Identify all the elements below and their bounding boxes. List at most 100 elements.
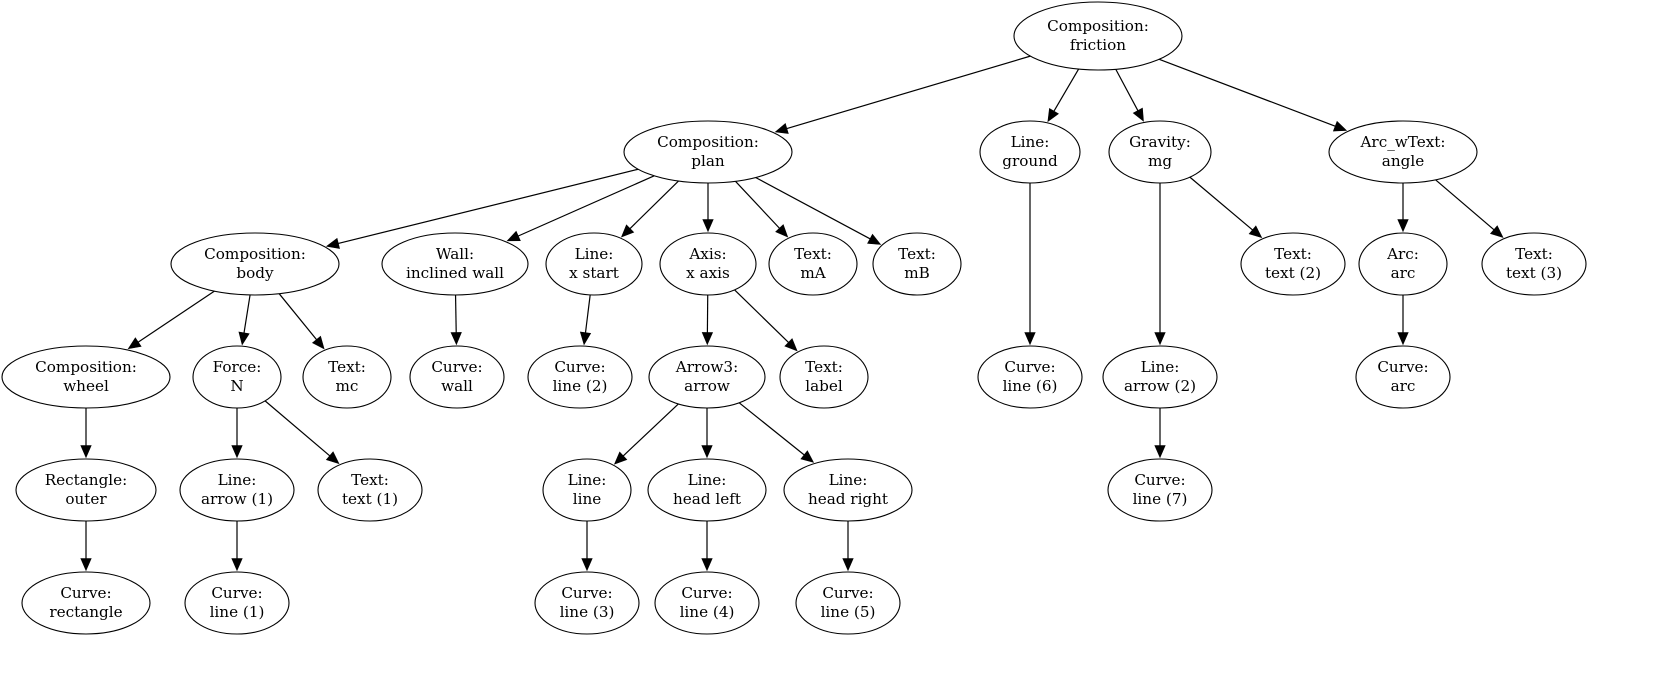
node-ellipse [184, 571, 290, 635]
node-name-label: arrow (2) [1124, 377, 1196, 395]
graph-node-arc[interactable]: Arc:arc [1358, 232, 1448, 296]
graph-edge-line [1159, 58, 1336, 127]
graph-edge-line [629, 180, 679, 229]
graph-edge-line [278, 293, 318, 340]
graph-node-angle[interactable]: Arc_wText:angle [1328, 120, 1478, 184]
node-type-label: Text: [328, 358, 366, 376]
node-ellipse [192, 345, 282, 409]
graph-node-mc[interactable]: Text:mc [302, 345, 392, 409]
node-type-label: Text: [1274, 245, 1312, 263]
graph-node-line4[interactable]: Curve:line (4) [654, 571, 760, 635]
graph-node-line5[interactable]: Curve:line (5) [795, 571, 901, 635]
graph-node-head_right[interactable]: Line:head right [783, 458, 913, 522]
node-ellipse [979, 120, 1081, 184]
graph-edge-line [137, 290, 215, 343]
graph-node-gravity_mg[interactable]: Gravity:mg [1108, 120, 1212, 184]
arrowhead-icon [1154, 332, 1166, 346]
graph-node-arc_curve[interactable]: Curve:arc [1355, 345, 1451, 409]
graph-edge-line [734, 289, 789, 343]
node-ellipse [1358, 232, 1448, 296]
arrowhead-icon [1397, 219, 1409, 233]
graph-edge-line [454, 294, 457, 333]
node-name-label: text (3) [1506, 264, 1562, 282]
node-name-label: line (2) [553, 377, 608, 395]
graph-node-line6[interactable]: Curve:line (6) [977, 345, 1083, 409]
graph-node-x_start[interactable]: Line:x start [545, 232, 643, 296]
node-ellipse [302, 345, 392, 409]
graph-node-rect_outer[interactable]: Rectangle:outer [15, 458, 157, 522]
graph-node-arrow3[interactable]: Arrow3:arrow [648, 345, 766, 409]
node-name-label: line (4) [680, 603, 735, 621]
node-name-label: head left [673, 490, 741, 508]
graph-node-plan[interactable]: Composition:plan [623, 120, 793, 184]
graph-node-line3[interactable]: Curve:line (3) [534, 571, 640, 635]
graph-node-ground[interactable]: Line:ground [979, 120, 1081, 184]
nodes-layer: Composition:frictionComposition:planLine… [1, 1, 1587, 635]
node-name-label: inclined wall [406, 264, 504, 282]
node-name-label: N [230, 377, 243, 395]
graph-node-mB[interactable]: Text:mB [872, 232, 962, 296]
graph-node-head_left[interactable]: Line:head left [647, 458, 767, 522]
graph-edge-line [518, 175, 655, 237]
node-name-label: friction [1070, 36, 1126, 54]
node-type-label: Text: [351, 471, 389, 489]
arrowhead-icon [620, 224, 635, 238]
graph-node-mA[interactable]: Text:mA [768, 232, 858, 296]
node-type-label: Curve: [1377, 358, 1428, 376]
arrowhead-icon [775, 224, 789, 238]
graph-node-text1[interactable]: Text:text (1) [317, 458, 423, 522]
node-type-label: Curve: [554, 358, 605, 376]
graph-node-line1[interactable]: Curve:line (1) [184, 571, 290, 635]
graph-node-body[interactable]: Composition:body [170, 232, 340, 296]
graph-node-line7[interactable]: Curve:line (7) [1107, 458, 1213, 522]
node-ellipse [1013, 1, 1183, 71]
graph-node-line_line[interactable]: Line:line [542, 458, 632, 522]
node-ellipse [779, 345, 869, 409]
node-name-label: arc [1391, 377, 1416, 395]
node-ellipse [648, 345, 766, 409]
arrowhead-icon [784, 338, 798, 352]
arrowhead-icon [506, 230, 521, 242]
graph-node-line2[interactable]: Curve:line (2) [527, 345, 633, 409]
node-ellipse [21, 571, 151, 635]
node-ellipse [1481, 232, 1587, 296]
node-name-label: angle [1382, 152, 1424, 170]
node-name-label: mc [336, 377, 359, 395]
arrowhead-icon [1024, 332, 1036, 346]
arrowhead-icon [311, 335, 325, 350]
arrowhead-icon [701, 558, 713, 572]
node-name-label: body [236, 264, 274, 282]
node-type-label: Curve: [1004, 358, 1055, 376]
graph-node-friction[interactable]: Composition:friction [1013, 1, 1183, 71]
arrowhead-icon [1047, 108, 1059, 123]
graph-node-label[interactable]: Text:label [779, 345, 869, 409]
graph-node-arrow2[interactable]: Line:arrow (2) [1102, 345, 1218, 409]
graph-edge-line [622, 403, 679, 457]
graph-node-wall_curve[interactable]: Curve:wall [409, 345, 505, 409]
node-type-label: Curve: [1134, 471, 1185, 489]
graph-node-text2[interactable]: Text:text (2) [1240, 232, 1346, 296]
node-name-label: x start [569, 264, 619, 282]
graph-node-x_axis[interactable]: Axis:x axis [659, 232, 757, 296]
graph-node-curve_rect[interactable]: Curve:rectangle [21, 571, 151, 635]
arrowhead-icon [1489, 225, 1504, 239]
graph-node-force_N[interactable]: Force:N [192, 345, 282, 409]
graph-node-wheel[interactable]: Composition:wheel [1, 345, 171, 409]
node-ellipse [1107, 458, 1213, 522]
node-name-label: head right [808, 490, 888, 508]
node-type-label: Curve: [681, 584, 732, 602]
node-type-label: Gravity: [1129, 133, 1191, 151]
graph-node-arrow1[interactable]: Line:arrow (1) [179, 458, 295, 522]
node-ellipse [527, 345, 633, 409]
node-ellipse [647, 458, 767, 522]
node-type-label: Composition: [657, 133, 759, 151]
node-type-label: Arrow3: [675, 358, 738, 376]
graph-node-inclined_wall[interactable]: Wall:inclined wall [381, 232, 529, 296]
graph-edge-line [1115, 68, 1139, 111]
arrowhead-icon [450, 332, 462, 346]
node-name-label: mg [1148, 152, 1172, 170]
graph-edge-line [735, 180, 780, 229]
graph-node-text3[interactable]: Text:text (3) [1481, 232, 1587, 296]
arrowhead-icon [325, 237, 340, 249]
